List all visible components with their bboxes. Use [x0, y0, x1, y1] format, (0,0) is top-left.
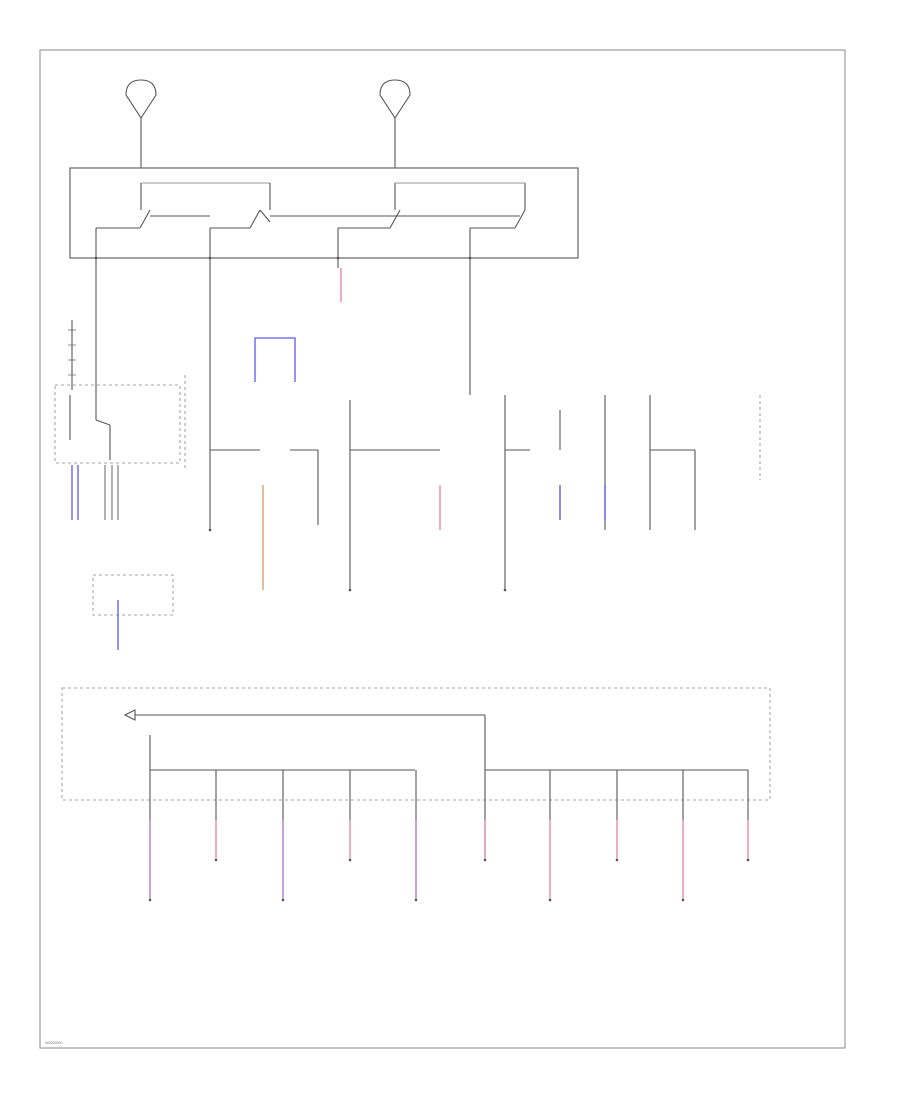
fuse-box-lower: [61, 687, 771, 801]
relay-switch-left: [69, 395, 111, 460]
fuse-box-lower-bus: [123, 709, 749, 860]
relay-output-wires: [71, 465, 119, 520]
ignition-switch-box: [69, 167, 579, 260]
starter-relay-box: [92, 574, 174, 616]
lower-branch-drops: [149, 770, 749, 900]
feed-wires-mid: [95, 258, 471, 530]
power-source-right: [379, 79, 411, 168]
colored-wires-upper: [262, 485, 606, 590]
diagram-frame: [39, 49, 846, 1049]
wire-blue-loop: [254, 337, 296, 382]
power-source-left: [125, 79, 157, 168]
lower-branch-end-marks: [148, 858, 750, 902]
fuse-block-upper: [184, 375, 761, 590]
diagram-code: W0000000: [45, 1041, 62, 1045]
component-marks-upper: [208, 528, 507, 592]
fusible-link-left: [68, 320, 76, 390]
relay-box-left: [54, 384, 181, 464]
